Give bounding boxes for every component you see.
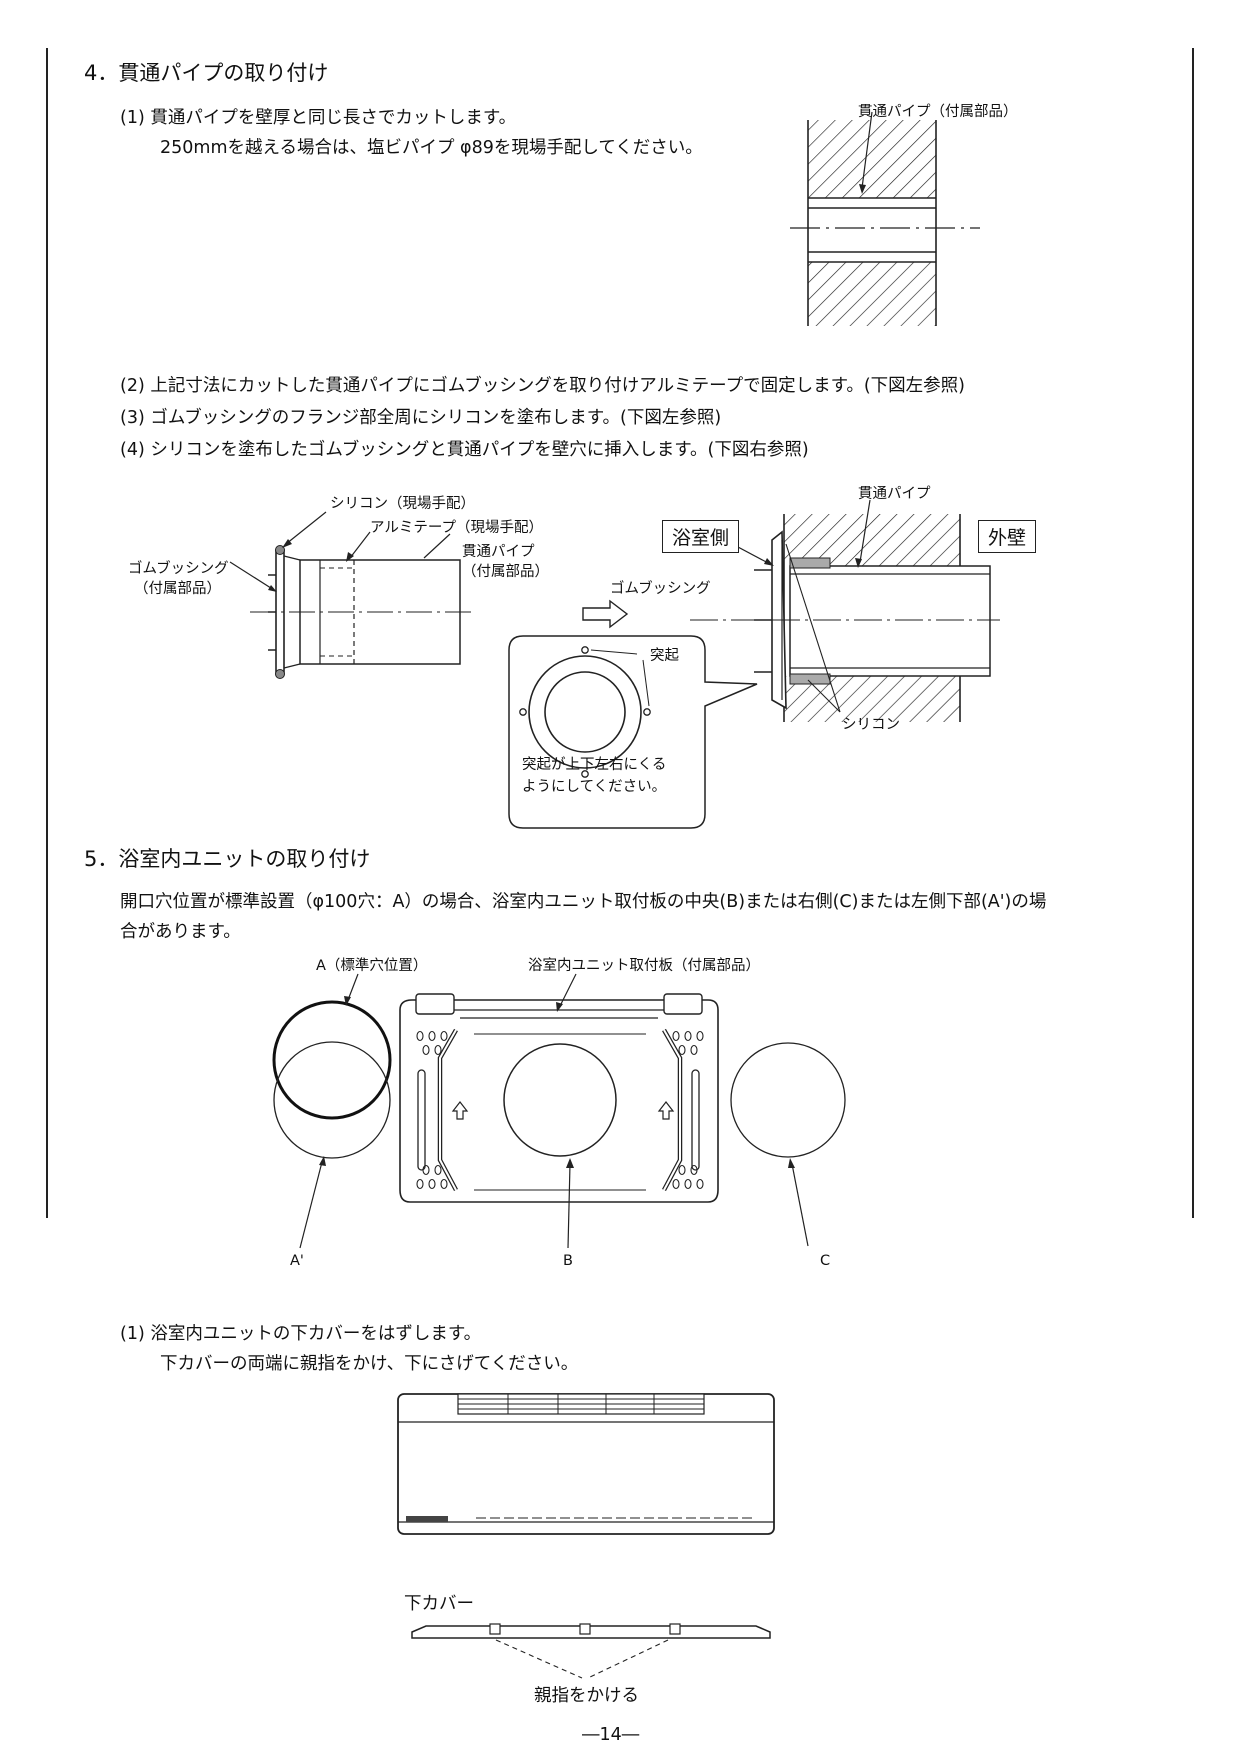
right-arrow-icon (582, 599, 629, 629)
silicone-field-label: シリコン（現場手配） (330, 496, 475, 512)
pipe-part-sub-label: （付属部品） (462, 564, 549, 580)
label-b: B (563, 1253, 573, 1269)
label-a-prime: A' (290, 1253, 304, 1269)
left-margin-rule (46, 48, 48, 1218)
bathroom-side-box: 浴室側 (662, 520, 740, 553)
pipe-part-label: 貫通パイプ (462, 544, 535, 560)
section-5-step-1-note: 下カバーの両端に親指をかけ、下にさげてください。 (160, 1354, 579, 1374)
section-5-step-1: (1) 浴室内ユニットの下カバーをはずします。 (120, 1324, 482, 1344)
mounting-plate-figure (272, 973, 846, 1249)
silicone-label: シリコン (842, 717, 900, 733)
section-5-title: 5．浴室内ユニットの取り付け (84, 847, 371, 871)
section-4-step-4: (4) シリコンを塗布したゴムブッシングと貫通パイプを壁穴に挿入します。(下図右… (120, 440, 809, 460)
right-pipe-label: 貫通パイプ (858, 486, 931, 502)
bushing-label: ゴムブッシング (128, 561, 229, 577)
protrusion-label: 突起 (650, 648, 679, 664)
section-5-intro-line-2: 合があります。 (120, 922, 241, 942)
right-bushing-label: ゴムブッシング (610, 581, 711, 597)
bushing-front-view-callout (508, 635, 758, 829)
section-4-step-2: (2) 上記寸法にカットした貫通パイプにゴムブッシングを取り付けアルミテープで固… (120, 376, 965, 396)
callout-line-2: ようにしてください。 (522, 779, 667, 795)
callout-line-1: 突起が上下左右にくる (522, 757, 667, 773)
outer-wall-box: 外壁 (978, 520, 1037, 553)
fig1-pipe-label: 貫通パイプ（付属部品） (858, 104, 1018, 120)
wall-installation-cross-section-figure (690, 499, 1000, 722)
lower-cover-label: 下カバー (404, 1594, 474, 1614)
page-number: ―14― (582, 1725, 640, 1745)
label-c: C (820, 1253, 831, 1269)
section-4-step-1: (1) 貫通パイプを壁厚と同じ長さでカットします。 (120, 108, 517, 128)
wall-pipe-cross-section-figure (790, 111, 980, 326)
label-mounting-plate: 浴室内ユニット取付板（付属部品） (528, 958, 760, 974)
label-a-standard-hole: A（標準穴位置） (316, 958, 428, 974)
indoor-unit-figure (397, 1393, 775, 1679)
section-4-title: 4．貫通パイプの取り付け (84, 61, 329, 85)
section-5-intro-line-1: 開口穴位置が標準設置（φ100穴：A）の場合、浴室内ユニット取付板の中央(B)ま… (120, 892, 1047, 912)
bushing-pipe-assembly-figure (229, 511, 475, 679)
thumb-label: 親指をかける (534, 1686, 639, 1706)
bushing-sub-label: （付属部品） (134, 581, 221, 597)
section-4-step-3: (3) ゴムブッシングのフランジ部全周にシリコンを塗布します。(下図左参照) (120, 408, 722, 428)
section-4-step-1-note: 250mmを越える場合は、塩ビパイプ φ89を現場手配してください。 (160, 138, 703, 158)
right-margin-rule (1192, 48, 1194, 1218)
alu-tape-label: アルミテープ（現場手配） (370, 520, 543, 536)
